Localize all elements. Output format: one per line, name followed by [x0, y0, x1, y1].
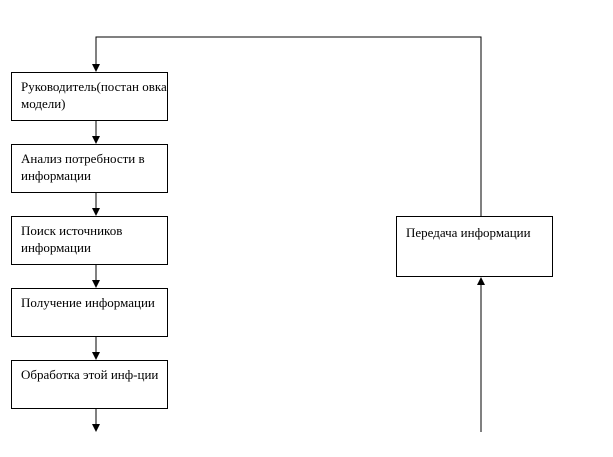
node-label: Получение информации: [21, 295, 155, 310]
node-peredacha: Передача информации: [396, 216, 553, 277]
node-poluchenie: Получение информации: [11, 288, 168, 337]
node-obrabotka: Обработка этой инф-ции: [11, 360, 168, 409]
feedback-loop: [92, 36, 482, 216]
node-label: Руководитель(постан овка модели): [21, 79, 167, 111]
node-label: Анализ потребности в информации: [21, 151, 145, 183]
node-poisk: Поиск источников информации: [11, 216, 168, 265]
node-label: Поиск источников информации: [21, 223, 123, 255]
node-label: Передача информации: [406, 225, 531, 240]
node-label: Обработка этой инф-ции: [21, 367, 159, 382]
node-rukovoditel: Руководитель(постан овка модели): [11, 72, 168, 121]
node-analiz: Анализ потребности в информации: [11, 144, 168, 193]
